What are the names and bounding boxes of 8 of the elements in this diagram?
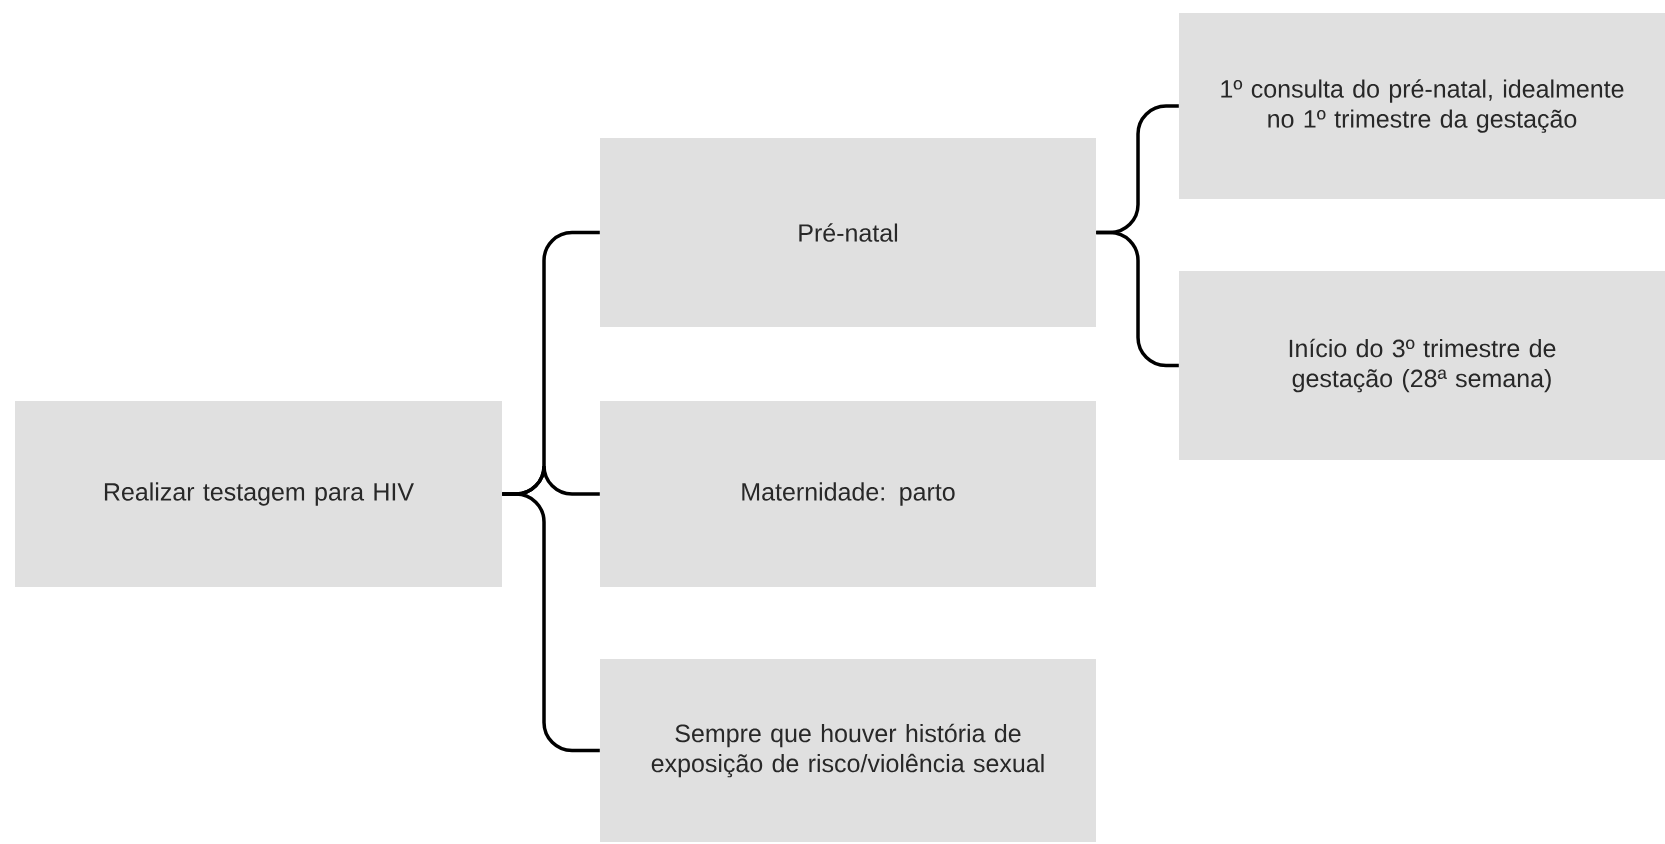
process-box: Pré-natal (600, 138, 1096, 327)
process-box: 1º consulta do pré-natal, idealmente no 1º trimestre da gestação (1179, 13, 1665, 199)
process-box: Realizar testagem para HIV (15, 401, 502, 587)
process-box: Início do 3º trimestre de gestação (28ª semana) (1179, 271, 1665, 460)
process-box: Sempre que houver história de exposição de risco/violência sexual (600, 659, 1096, 842)
bracket-connector (1096, 230, 1179, 368)
bracket-connector (502, 492, 600, 753)
process-box: Maternidade: parto (600, 401, 1096, 587)
